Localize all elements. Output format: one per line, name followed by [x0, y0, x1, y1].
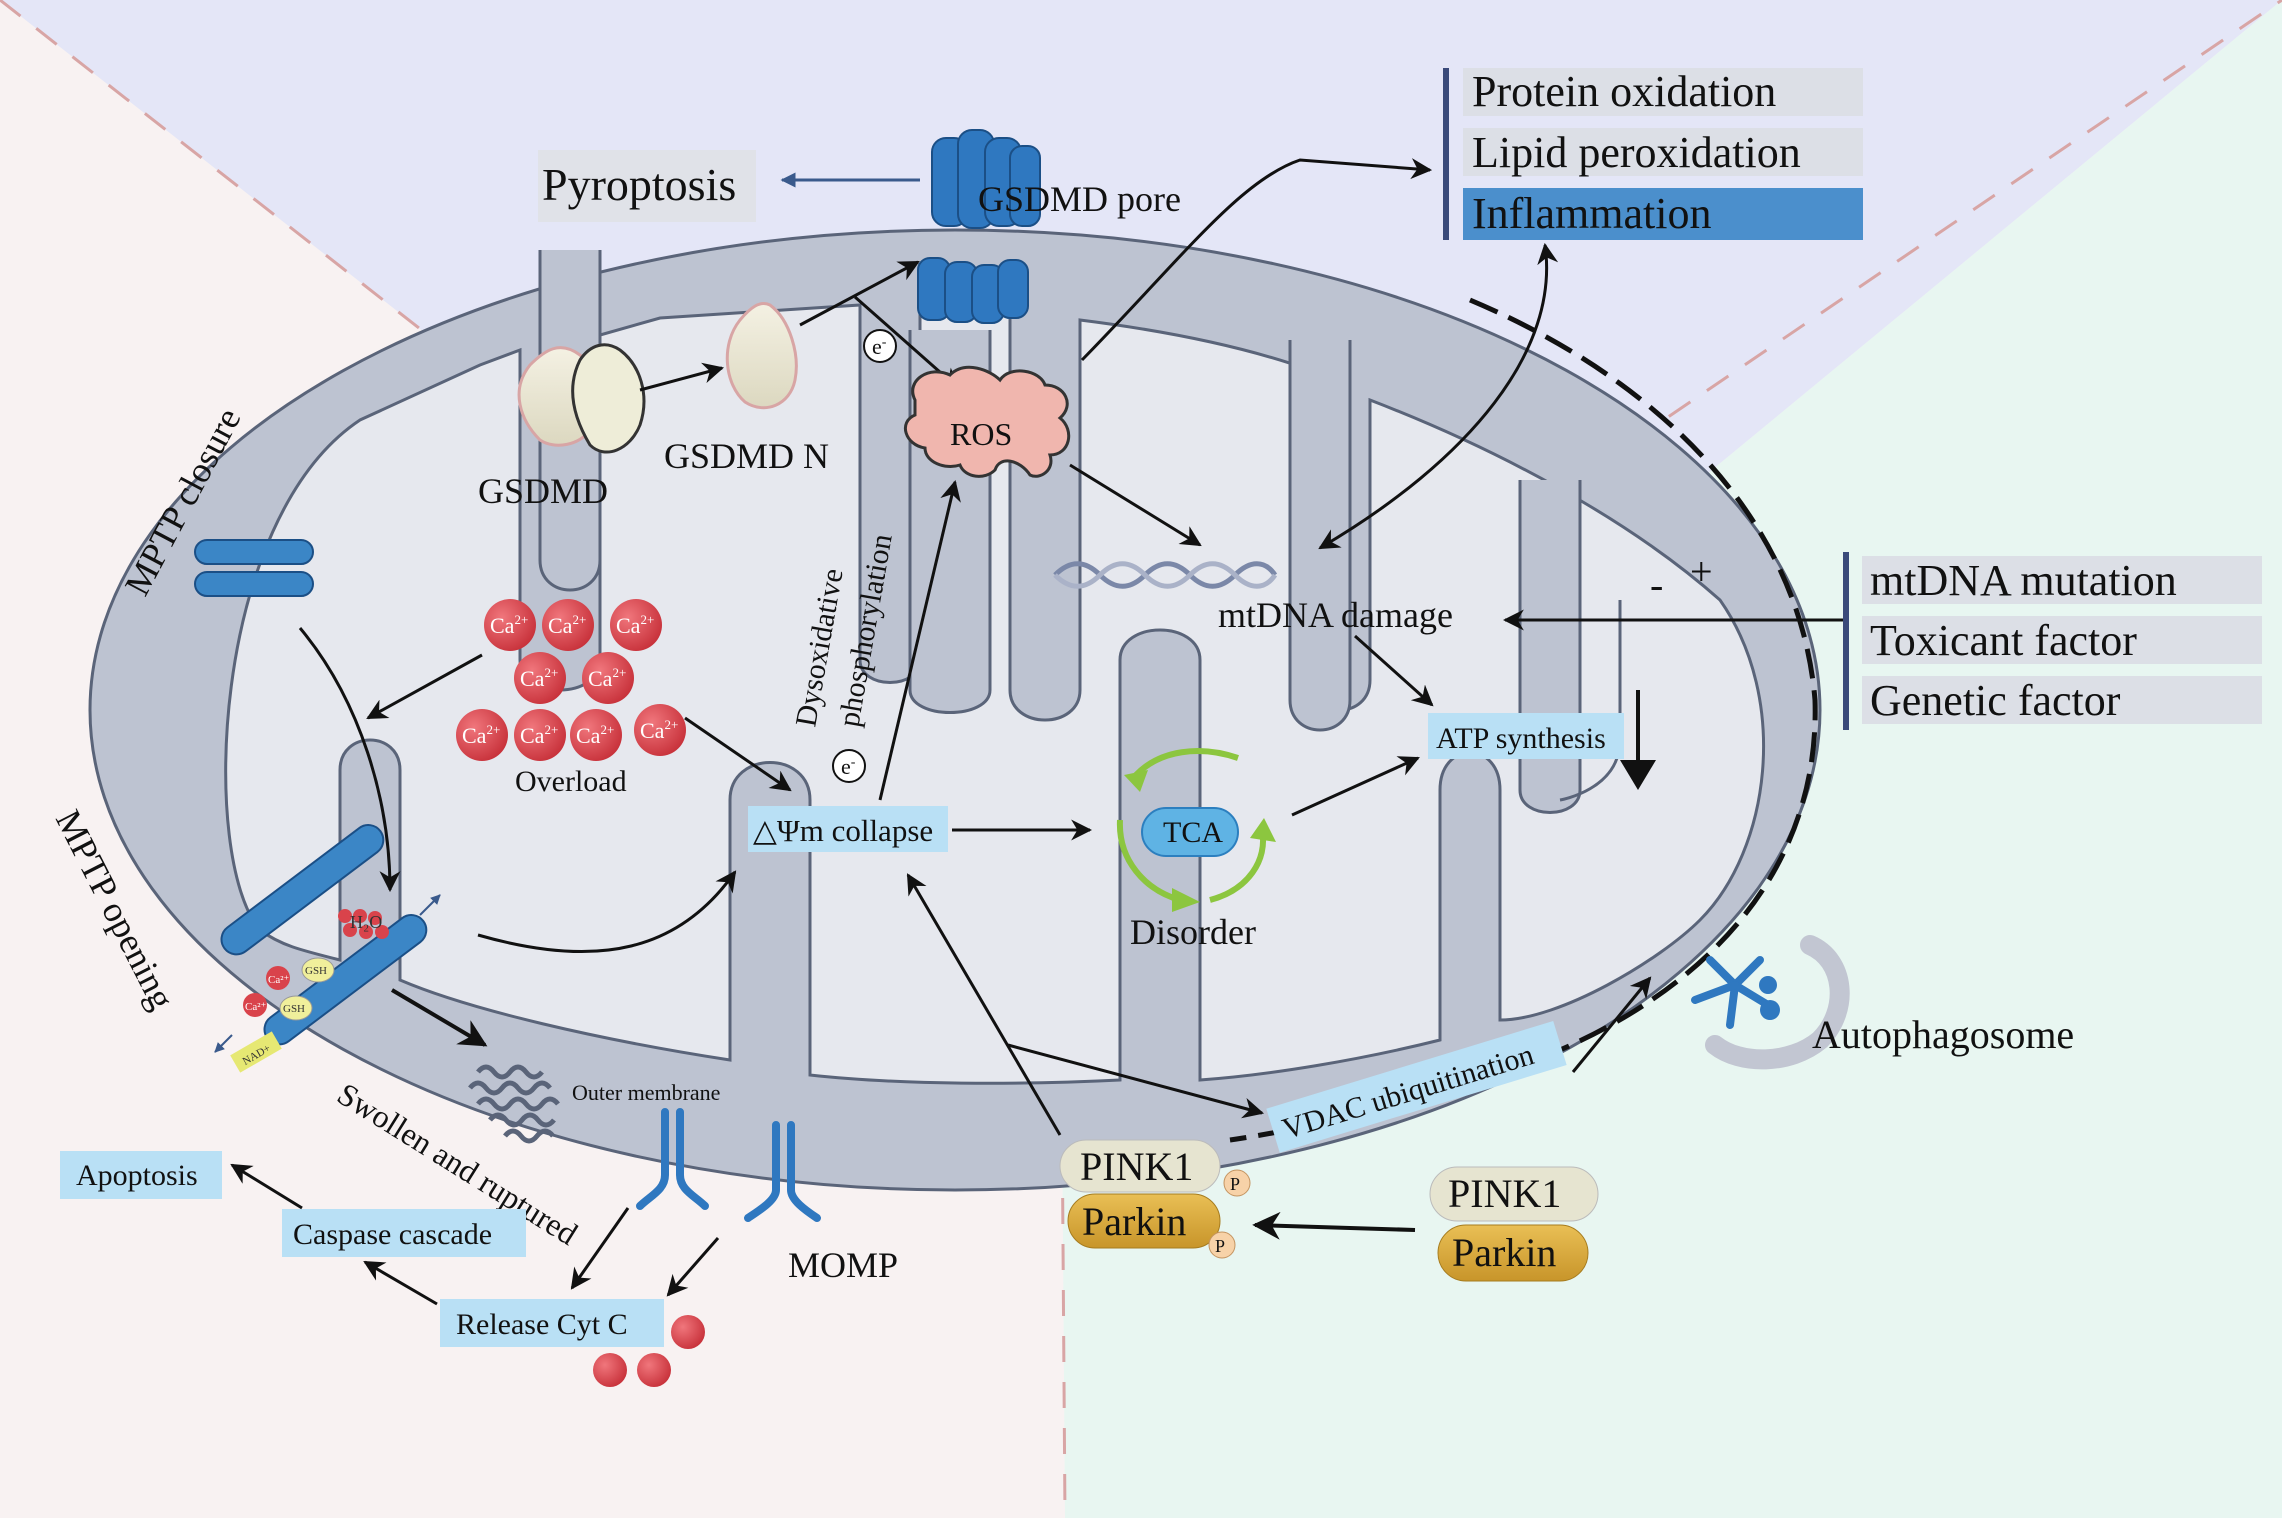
momp-label: MOMP [788, 1245, 898, 1285]
gsdmd-icon [517, 343, 646, 454]
calcium-ion-label: Ca2+ [490, 612, 528, 638]
atp-synthesis-box [1428, 713, 1624, 759]
apoptosis-box [60, 1151, 222, 1199]
momp-channel-icon [636, 1108, 821, 1222]
cytc-icon [671, 1315, 705, 1349]
cytc-icon [593, 1353, 627, 1387]
caspase-box [282, 1209, 526, 1257]
gsdmd-label: GSDMD [478, 471, 608, 511]
vdac-box [1266, 1021, 1567, 1153]
gsh-label: GSH [305, 965, 327, 977]
svg-text:e-: e- [872, 334, 887, 359]
pink1-pill [1059, 1139, 1221, 1193]
plus-sign: + [1690, 549, 1713, 594]
autophagosome-label: Autophagosome [1812, 1012, 2074, 1057]
calcium-ion-icon [610, 599, 662, 651]
pyroptosis-box [538, 150, 756, 222]
calcium-ion-icon [484, 599, 536, 651]
down-arrow-head-icon [1620, 760, 1656, 790]
calcium-ion-label: Ca2+ [462, 722, 500, 748]
overload-label: Overload [515, 765, 627, 798]
ca-small-label: Ca²⁺ [268, 974, 290, 986]
parkin-pill [1067, 1193, 1221, 1249]
disorder-label: Disorder [1130, 912, 1256, 952]
mtdna-mutation-box [1862, 556, 2262, 604]
mptp-open-channel-icon: H₂O Ca²⁺ Ca²⁺ GSH GSH NAD+ [214, 824, 441, 1073]
psi-collapse-box [748, 806, 948, 852]
mptp-closed-channel-icon [194, 539, 314, 597]
calcium-ion-label: Ca2+ [520, 722, 558, 748]
gsdmd-pore-label: GSDMD pore [978, 179, 1181, 219]
atp-synthesis-label: ATP synthesis [1436, 722, 1606, 755]
calcium-ion-label: Ca2+ [588, 665, 626, 691]
pyroptosis-label: Pyroptosis [542, 159, 736, 210]
calcium-ion-icon [634, 704, 686, 756]
gsdmd-n-label: GSDMD N [664, 436, 829, 476]
lipid-peroxidation-label: Lipid peroxidation [1472, 128, 1801, 177]
calcium-ion-icon [570, 709, 622, 761]
genetic-factor-label: Genetic factor [1870, 676, 2121, 725]
inflammation-box [1463, 188, 1863, 240]
calcium-ion-label: Ca2+ [616, 612, 654, 638]
parkin-pill [1437, 1224, 1589, 1282]
protein-oxidation-box [1463, 68, 1863, 116]
calcium-ion-label: Ca2+ [576, 722, 614, 748]
pink1-label: PINK1 [1448, 1171, 1561, 1216]
ca-small-label: Ca²⁺ [245, 1001, 267, 1013]
protein-oxidation-label: Protein oxidation [1472, 67, 1776, 116]
parkin-label: Parkin [1082, 1199, 1186, 1244]
outer-membrane-label: Outer membrane [572, 1080, 720, 1105]
outer-membrane-fragments-icon [468, 1064, 560, 1144]
gsdmd-pore-icon [917, 129, 1041, 324]
minus-sign: - [1650, 562, 1663, 607]
mtdna-mutation-label: mtDNA mutation [1870, 556, 2177, 605]
tca-cycle-icon [1116, 748, 1276, 912]
calcium-cluster: Ca2+ Ca2+ Ca2+ Ca2+ Ca2+ Ca2+ Ca2+ Ca2+ Ca2+ [456, 599, 686, 761]
release-cytc-label: Release Cyt C [456, 1308, 628, 1341]
toxicant-factor-box [1862, 616, 2262, 664]
dna-helix-icon [1053, 561, 1278, 589]
calcium-ion-icon [456, 709, 508, 761]
phospho-label: P [1230, 1174, 1240, 1194]
calcium-ion-label: Ca2+ [548, 612, 586, 638]
gsh-label: GSH [283, 1003, 305, 1015]
apoptosis-label: Apoptosis [76, 1159, 198, 1192]
calcium-ion-label: Ca2+ [640, 717, 678, 743]
release-cytc-box [440, 1299, 664, 1347]
mtdna-damage-label: mtDNA damage [1218, 595, 1453, 635]
inflammation-label: Inflammation [1472, 189, 1712, 238]
ros-label: ROS [950, 416, 1012, 452]
cytc-icon [637, 1353, 671, 1387]
genetic-factor-box [1862, 676, 2262, 724]
caspase-label: Caspase cascade [293, 1218, 492, 1251]
phospho-label: P [1215, 1236, 1225, 1256]
pink1-pill [1429, 1166, 1599, 1222]
calcium-ion-icon [514, 652, 566, 704]
calcium-ion-icon [582, 652, 634, 704]
h2o-label: H₂O [350, 912, 382, 932]
toxicant-factor-label: Toxicant factor [1870, 616, 2137, 665]
psi-collapse-label: △Ψm collapse [753, 813, 933, 848]
pink1-label: PINK1 [1080, 1144, 1193, 1189]
lipid-peroxidation-box [1463, 128, 1863, 176]
gsdmd-n-icon [725, 302, 798, 410]
autophagosome-icon [1691, 935, 1850, 1070]
calcium-ion-icon [514, 709, 566, 761]
calcium-ion-label: Ca2+ [520, 665, 558, 691]
electron-icon [863, 329, 897, 363]
parkin-label: Parkin [1452, 1230, 1556, 1275]
calcium-ion-icon [542, 599, 594, 651]
ros-icon [903, 365, 1071, 478]
svg-text:e-: e- [841, 754, 856, 779]
tca-label: TCA [1163, 816, 1223, 849]
electron-icon [832, 749, 866, 783]
